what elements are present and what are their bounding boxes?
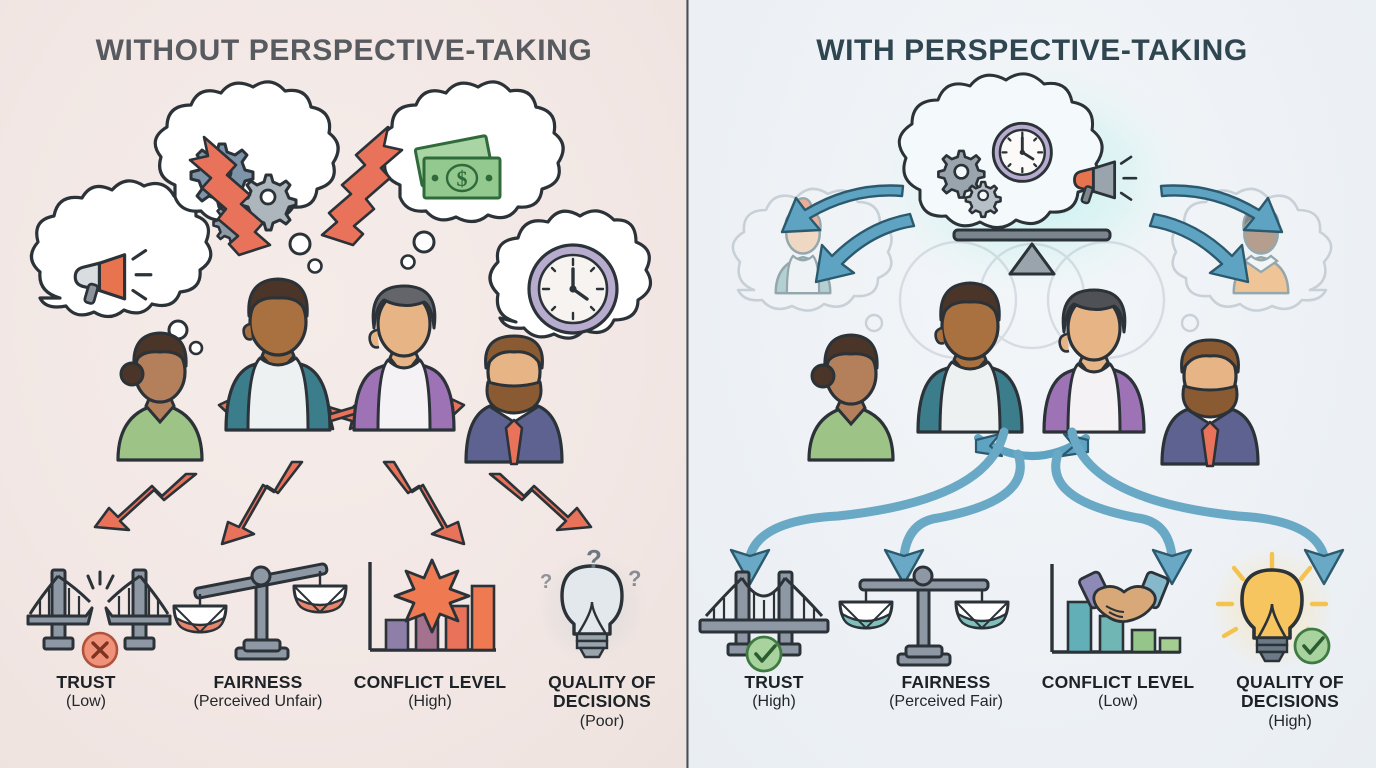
panel-with-perspective-taking: WITH PERSPECTIVE-TAKING — [688, 0, 1376, 768]
right-panel-illustration — [698, 60, 1345, 673]
outcome-value: (Low) — [1097, 693, 1138, 711]
rising-bar-chart-icon — [368, 558, 496, 652]
outcome-value: (High) — [752, 693, 796, 711]
outcome-value: (High) — [1268, 713, 1312, 731]
person-purple-blazer — [352, 284, 456, 432]
money-icon: $ — [413, 134, 502, 200]
downward-zigzag-arrows — [93, 460, 593, 546]
question-marks-icon: ? ? ? — [540, 544, 641, 593]
dim-lightbulb-icon: ? ? ? — [536, 544, 648, 664]
panel-divider — [686, 0, 689, 768]
outcome-label-trust: TRUST (High) — [688, 671, 860, 732]
handshake-icon — [1078, 570, 1170, 623]
intact-bridge-icon — [698, 570, 830, 673]
svg-text:?: ? — [540, 571, 552, 593]
outcome-label-quality: QUALITY OF DECISIONS (High) — [1204, 671, 1376, 732]
outcome-label-conflict: CONFLICT LEVEL (Low) — [1032, 671, 1204, 732]
outcome-label-conflict: CONFLICT LEVEL (High) — [344, 671, 516, 732]
outcome-title: QUALITY OF DECISIONS — [1236, 671, 1344, 712]
outcome-value: (High) — [408, 693, 452, 711]
person-navy-suit — [1160, 338, 1260, 468]
bubble-money: $ — [378, 80, 565, 270]
person-green-blouse — [807, 333, 895, 462]
outcome-value: (Perceived Unfair) — [193, 693, 323, 711]
bubble-megaphone — [29, 179, 213, 356]
outcome-label-fairness: FAIRNESS (Perceived Unfair) — [172, 671, 344, 732]
outcome-label-trust: TRUST (Low) — [0, 671, 172, 732]
megaphone-icon — [73, 249, 153, 305]
outcome-title: TRUST — [56, 671, 116, 692]
megaphone-icon — [1073, 155, 1138, 205]
outcome-title: QUALITY OF DECISIONS — [548, 671, 656, 712]
check-badge — [1293, 627, 1331, 665]
bubble-clock — [488, 209, 653, 374]
gears-icon — [937, 149, 1002, 219]
outcome-title: CONFLICT LEVEL — [353, 671, 507, 692]
glowing-lightbulb-icon — [1210, 546, 1334, 670]
outcome-value: (Low) — [65, 693, 106, 711]
person-green-blouse — [116, 331, 204, 462]
person-teal-blazer — [224, 277, 332, 432]
clock-icon — [527, 243, 619, 335]
balance-seesaw-icon — [952, 228, 1112, 276]
crossing-distribution-arrows — [745, 427, 1329, 561]
check-badge — [745, 635, 783, 673]
clock-icon — [991, 121, 1053, 183]
panel-without-perspective-taking: WITHOUT PERSPECTIVE-TAKING — [0, 0, 688, 768]
outcome-value: (Poor) — [579, 713, 625, 731]
shared-understanding-arrows — [780, 184, 1284, 284]
left-outcome-labels: TRUST (Low) FAIRNESS (Perceived Unfair) … — [0, 671, 688, 732]
balanced-scale-icon — [838, 565, 1010, 667]
right-outcome-labels: TRUST (High) FAIRNESS (Perceived Fair) C… — [688, 671, 1376, 732]
person-navy-suit — [464, 334, 564, 466]
outcome-title: TRUST — [744, 671, 804, 692]
outcome-value: (Perceived Fair) — [889, 693, 1003, 711]
left-panel-illustration: $ — [26, 80, 653, 669]
svg-text:?: ? — [628, 566, 641, 591]
person-purple-blazer — [1042, 288, 1146, 434]
svg-text:$: $ — [457, 166, 468, 191]
star-burst-icon — [393, 558, 471, 634]
cross-badge — [81, 631, 119, 669]
falling-bar-chart-icon — [1050, 564, 1182, 654]
outcome-title: FAIRNESS — [901, 671, 991, 692]
outcome-label-quality: QUALITY OF DECISIONS (Poor) — [516, 671, 688, 732]
svg-text:?: ? — [586, 544, 602, 574]
outcome-title: CONFLICT LEVEL — [1041, 671, 1195, 692]
panel-title-without: WITHOUT PERSPECTIVE-TAKING — [95, 34, 593, 67]
person-teal-blazer — [916, 281, 1024, 434]
shared-understanding-bubble — [897, 72, 1138, 276]
outcome-title: FAIRNESS — [213, 671, 303, 692]
outcome-label-fairness: FAIRNESS (Perceived Fair) — [860, 671, 1032, 732]
unbalanced-scale-icon — [172, 562, 348, 661]
zigzag-arrows-up — [188, 125, 404, 257]
broken-bridge-icon — [26, 568, 172, 669]
